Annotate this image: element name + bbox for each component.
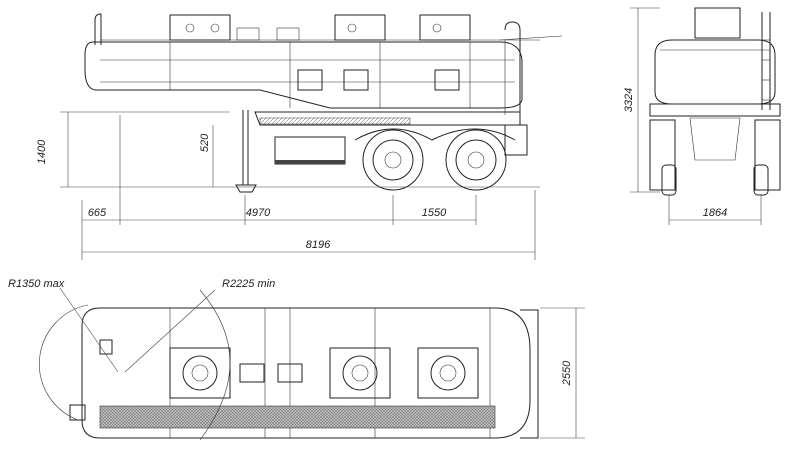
turn-arc (199, 289, 231, 441)
dim-height-overall: 1400 (36, 139, 48, 164)
manhole (169, 347, 231, 399)
toolbox (274, 136, 346, 165)
ladder (94, 13, 102, 45)
manhole-cover (419, 14, 471, 41)
swing-arc (39, 304, 89, 421)
dim-axle-spread: 1550 (422, 207, 447, 219)
landing-gear (235, 184, 257, 193)
dim-fifth-wheel-height: 520 (199, 133, 211, 152)
manhole (417, 347, 479, 399)
dim-width: 2550 (561, 360, 573, 386)
walkway-grating (99, 405, 496, 429)
wheel (362, 129, 424, 191)
manhole (329, 347, 391, 399)
dim-total-length: 8196 (306, 239, 331, 251)
side-view: 1400 520 665 4970 1550 8196 (36, 13, 563, 260)
top-view: R1350 max R2225 min 2550 (8, 278, 585, 441)
dim-turn-radius: R2225 min (222, 278, 275, 290)
rear-view: 3324 1864 (623, 7, 781, 225)
wheel (445, 129, 507, 191)
tank-rear (654, 39, 776, 105)
dim-front-overhang: 665 (88, 207, 107, 219)
dim-kingpin-to-axle: 4970 (246, 207, 271, 219)
dim-track-width: 1864 (703, 207, 727, 219)
manhole-cover (334, 14, 386, 41)
dim-swing-radius: R1350 max (8, 278, 65, 290)
manhole-cover (169, 14, 231, 41)
dim-rear-height: 3324 (623, 88, 635, 112)
